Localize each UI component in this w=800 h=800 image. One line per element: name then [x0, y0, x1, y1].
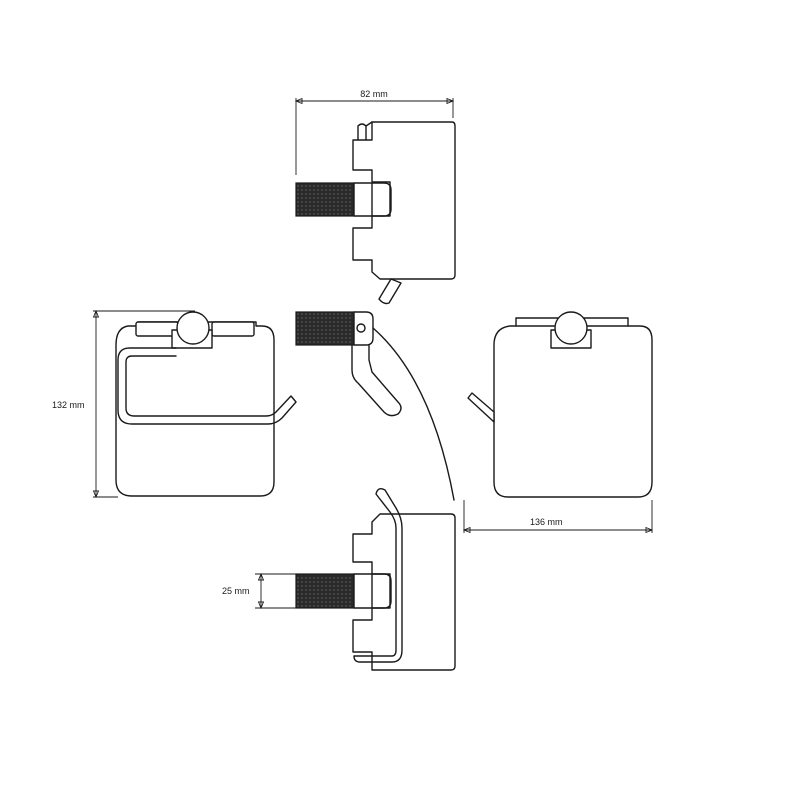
depth-dimension: 82 mm: [294, 89, 455, 175]
height-dimension: 132 mm: [52, 309, 195, 499]
swing-arm: [351, 344, 402, 417]
knob-right: [554, 311, 588, 345]
knurled-roll-bottom: [295, 573, 355, 609]
cover-side-profile: [352, 121, 456, 280]
cover-side-profile-bottom: [352, 513, 456, 671]
height-label: 132 mm: [52, 400, 85, 410]
center-detail: [295, 311, 455, 501]
depth-label: 82 mm: [360, 89, 388, 99]
swing-arc: [372, 327, 455, 501]
left-front-view: 132 mm: [52, 309, 297, 499]
knurled-roll-center: [295, 311, 355, 346]
width-dimension: 136 mm: [462, 500, 654, 534]
swing-arm-bottom: [353, 487, 403, 663]
roll-diameter-dimension: 25 mm: [222, 572, 296, 610]
cover-front-left: [115, 321, 275, 497]
holder-arm-left: [117, 347, 297, 425]
roll-diameter-label: 25 mm: [222, 586, 250, 596]
right-front-view: 136 mm: [462, 311, 654, 534]
width-label: 136 mm: [530, 517, 563, 527]
cover-front-right: [493, 317, 653, 498]
top-side-view: 82 mm: [294, 89, 456, 305]
bottom-side-view: 25 mm: [222, 487, 456, 671]
knob-left: [176, 311, 210, 345]
knurled-roll-top: [295, 182, 355, 217]
arm-tip-right: [467, 392, 495, 423]
